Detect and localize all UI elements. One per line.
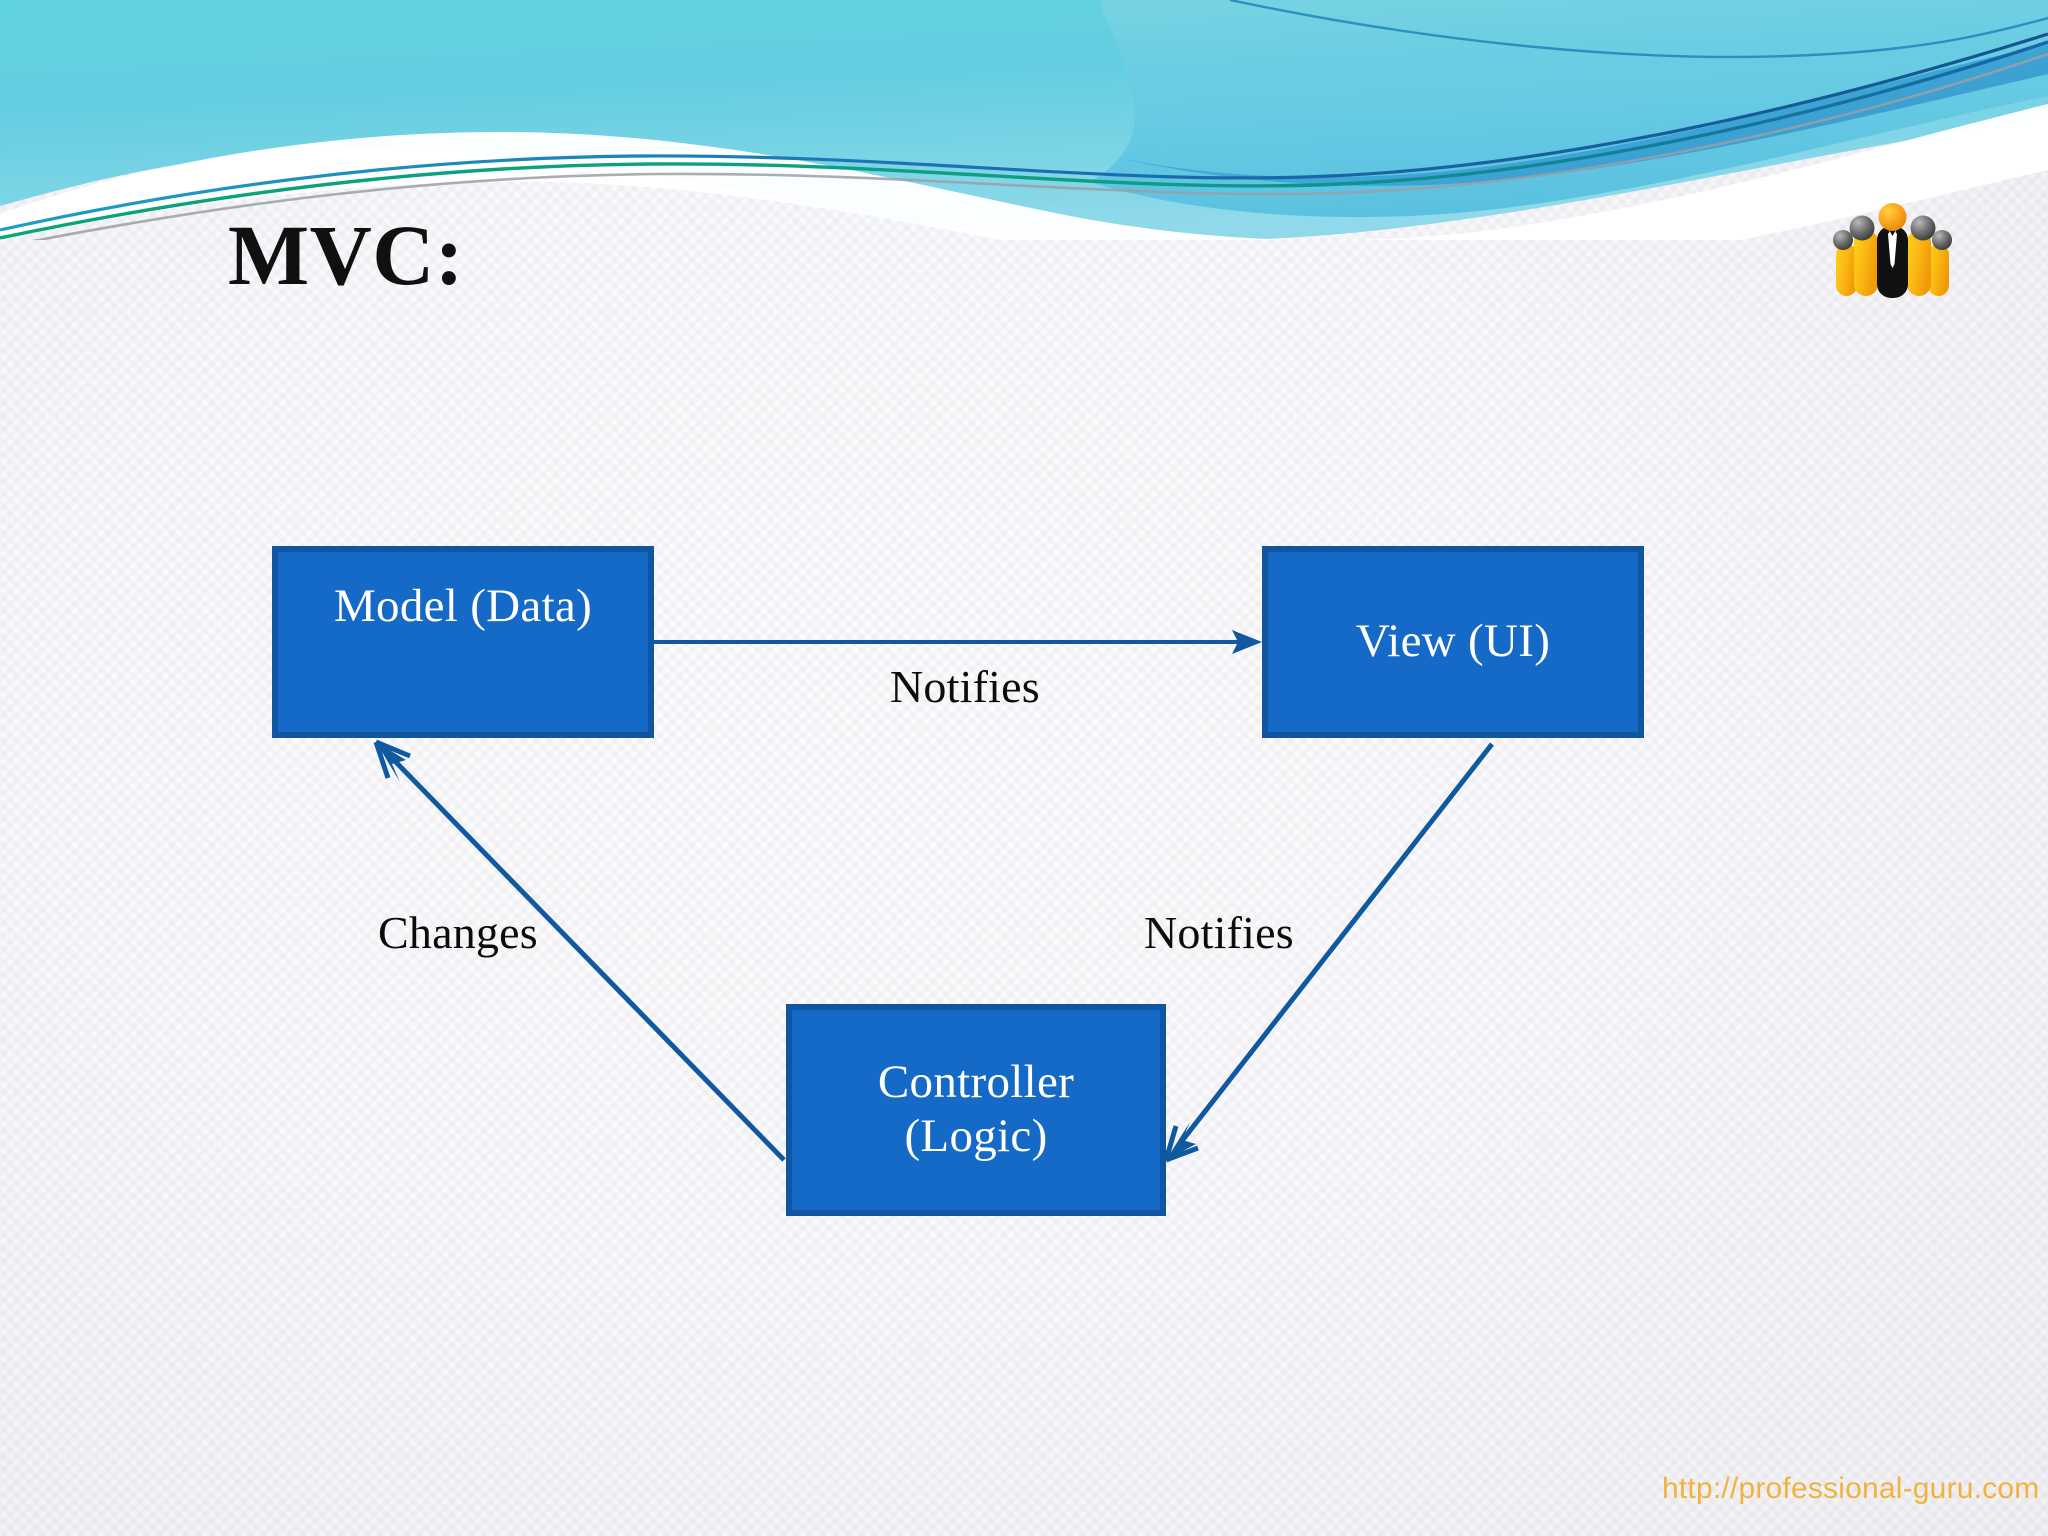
diagram-node-controller-label-line2: (Logic) <box>904 1110 1048 1162</box>
diagram-node-view-label: View (UI) <box>1355 615 1551 668</box>
logo-figure-outer-left <box>1833 230 1857 296</box>
footer-url[interactable]: http://professional-guru.com <box>1662 1472 2040 1505</box>
logo-figure-center <box>1877 203 1908 298</box>
diagram-node-controller-label-line1: Controller <box>877 1056 1075 1109</box>
diagram-node-controller[interactable]: Controller (Logic) <box>786 1004 1166 1216</box>
edge-label-view-to-controller: Notifies <box>1144 907 1294 958</box>
diagram-node-model-label: Model (Data) <box>333 580 593 632</box>
edge-label-controller-to-model: Changes <box>378 907 538 958</box>
diagram-node-model[interactable]: Model (Data) <box>272 546 654 738</box>
edge-model-to-view <box>654 630 1262 654</box>
logo-figure-outer-right <box>1928 230 1952 296</box>
page-title: MVC: <box>228 207 465 303</box>
logo-figure-inner-right <box>1907 215 1936 296</box>
edge-label-model-to-view: Notifies <box>890 661 1040 712</box>
logo-figure-inner-left <box>1849 215 1878 296</box>
diagram-node-controller-label: Controller (Logic) <box>878 1056 1074 1163</box>
header-wave-decoration <box>0 0 2048 240</box>
diagram-node-view[interactable]: View (UI) <box>1262 546 1644 738</box>
professional-guru-people-logo <box>1833 203 1952 298</box>
